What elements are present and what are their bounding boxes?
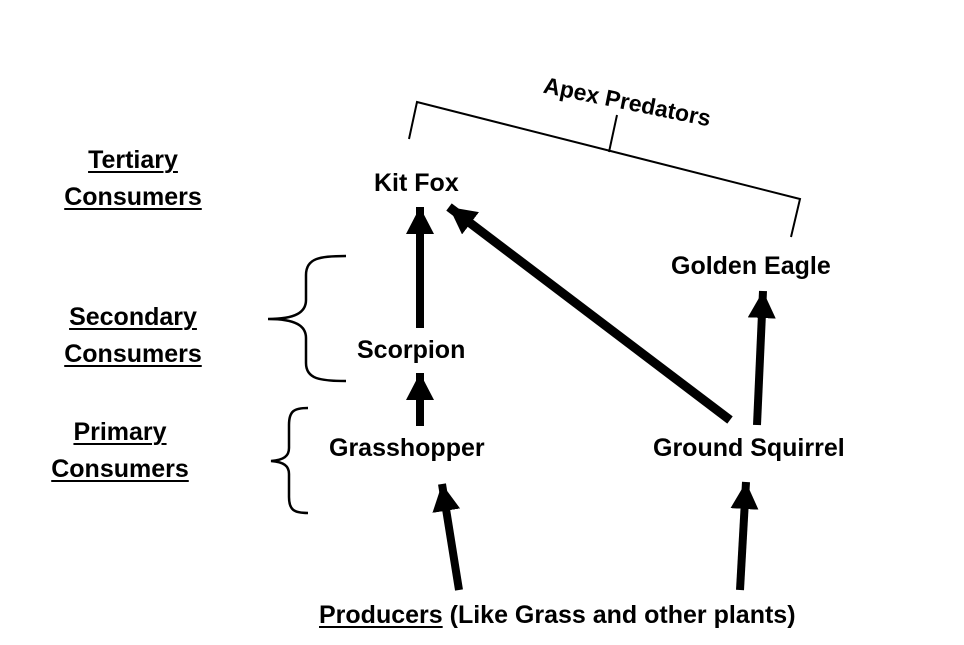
- golden-eagle-node: Golden Eagle: [671, 252, 831, 280]
- apex-predators-bracket: [408, 100, 802, 238]
- kit-fox-node: Kit Fox: [374, 169, 459, 197]
- primary-line-1: Primary: [73, 418, 167, 446]
- grasshopper-node: Grasshopper: [329, 434, 485, 462]
- arrow-producers-to-ground-squirrel: [730, 481, 759, 591]
- secondary-line-1: Secondary: [69, 303, 197, 331]
- primary-consumers-label: Primary Consumers: [38, 414, 202, 488]
- tertiary-consumers-label: Tertiary Consumers: [51, 142, 215, 216]
- secondary-line-2: Consumers: [64, 340, 202, 368]
- secondary-consumers-label: Secondary Consumers: [51, 299, 215, 373]
- tertiary-line-1: Tertiary: [88, 146, 178, 174]
- ground-squirrel-node: Ground Squirrel: [653, 434, 845, 462]
- producers-label: Producers: [319, 601, 443, 629]
- arrow-ground-squirrel-to-kit-fox: [446, 203, 733, 424]
- producers-note: (Like Grass and other plants): [449, 601, 796, 629]
- producers-node: Producers (Like Grass and other plants): [319, 600, 796, 630]
- arrow-producers-to-grasshopper: [432, 483, 463, 591]
- scorpion-node: Scorpion: [357, 336, 466, 364]
- tertiary-line-2: Consumers: [64, 183, 202, 211]
- secondary-consumers-brace: [267, 254, 347, 383]
- primary-consumers-brace: [270, 406, 309, 515]
- arrow-ground-squirrel-to-golden-eagle: [747, 290, 776, 426]
- arrows: [406, 203, 776, 591]
- primary-line-2: Consumers: [51, 455, 189, 483]
